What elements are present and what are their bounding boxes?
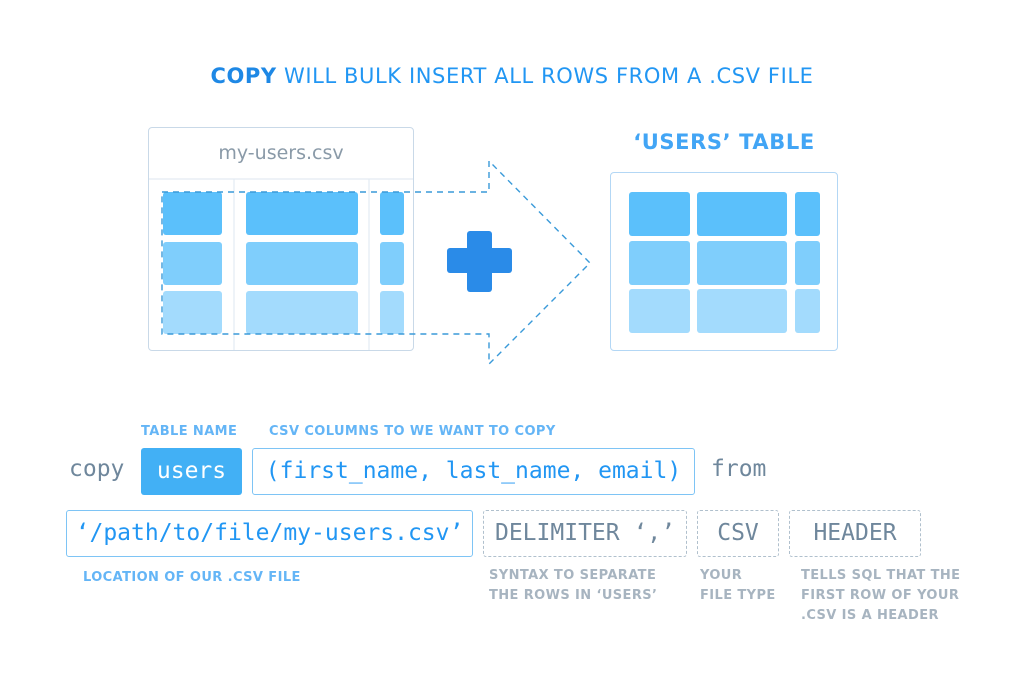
csv-cell (246, 242, 358, 285)
table-cell (629, 241, 690, 285)
csv-cell (163, 242, 222, 285)
table-cell (697, 289, 787, 333)
header-box: HEADER (789, 510, 921, 557)
table-cell (795, 192, 820, 236)
label-header-line: FIRST ROW OF YOUR (801, 588, 960, 603)
csv-cell (163, 291, 222, 334)
dashed-arrow (161, 159, 591, 366)
csv-cell (380, 291, 404, 334)
csv-cell (246, 192, 358, 235)
table-cell (629, 192, 690, 236)
table-name-pill: users (141, 448, 242, 495)
table-cell (697, 241, 787, 285)
file-type-box: CSV (697, 510, 779, 557)
from-keyword: from (711, 456, 767, 482)
csv-file-box (148, 127, 414, 351)
title-copy-keyword: COPY (210, 64, 277, 88)
label-delimiter-line: THE ROWS IN ‘USERS’ (489, 588, 658, 603)
label-file-type-line: YOUR (700, 568, 743, 583)
label-header-line: .CSV IS A HEADER (801, 608, 939, 623)
users-table-box (610, 172, 838, 351)
label-header-line: TELLS SQL THAT THE (801, 568, 961, 583)
users-table-title: ‘USERS’ TABLE (633, 130, 815, 154)
table-cell (795, 289, 820, 333)
label-file-type-line: FILE TYPE (700, 588, 776, 603)
delimiter-box: DELIMITER ‘,’ (483, 510, 687, 557)
title-rest: WILL BULK INSERT ALL ROWS FROM A .CSV FI… (284, 64, 814, 88)
label-table-name: TABLE NAME (141, 424, 238, 439)
label-header: TELLS SQL THAT THE FIRST ROW OF YOUR .CS… (801, 566, 960, 626)
label-file-type: YOUR FILE TYPE (700, 566, 776, 606)
label-delimiter: SYNTAX TO SEPARATE THE ROWS IN ‘USERS’ (489, 566, 657, 606)
csv-file-name: my-users.csv (218, 142, 344, 164)
csv-cell (163, 192, 222, 235)
table-cell (697, 192, 787, 236)
csv-cell (246, 291, 358, 334)
copy-keyword: copy (69, 456, 125, 482)
diagram-title: COPY WILL BULK INSERT ALL ROWS FROM A .C… (0, 64, 1024, 88)
label-csv-columns: CSV COLUMNS TO WE WANT TO COPY (269, 424, 556, 439)
csv-cell (380, 192, 404, 235)
table-cell (629, 289, 690, 333)
table-cell (795, 241, 820, 285)
file-path-box: ‘/path/to/file/my-users.csv’ (66, 510, 473, 557)
label-location: LOCATION OF OUR .CSV FILE (83, 570, 301, 585)
csv-cell (380, 242, 404, 285)
label-delimiter-line: SYNTAX TO SEPARATE (489, 568, 657, 583)
columns-box: (first_name, last_name, email) (252, 448, 695, 495)
plus-icon-vertical (467, 231, 492, 292)
